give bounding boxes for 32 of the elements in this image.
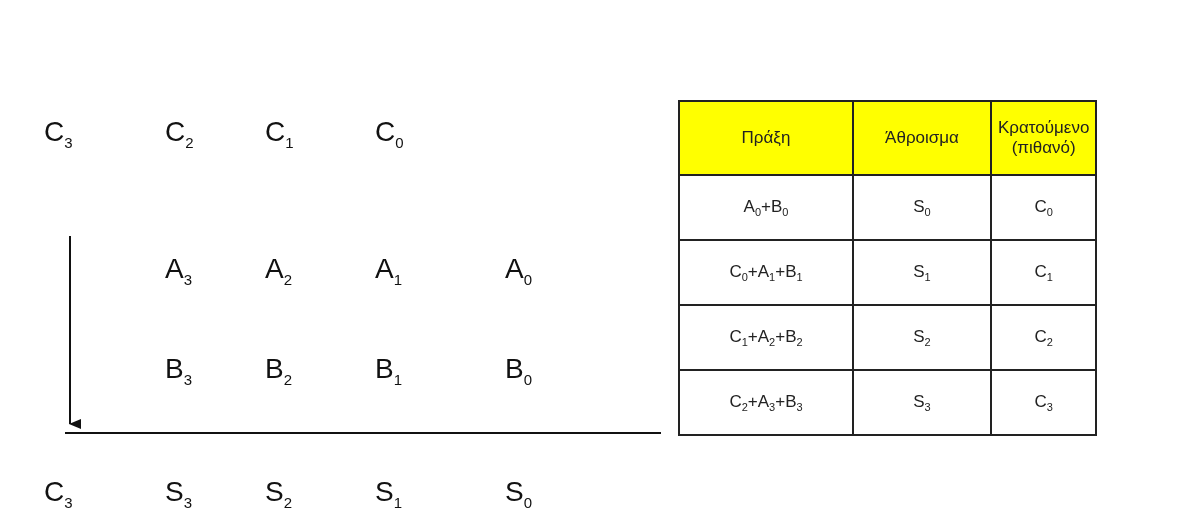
table-cell: C$_{3}$ [991, 370, 1097, 435]
variable-label: B$_{0}$ [505, 355, 533, 387]
variable-label: A$_{3}$ [165, 255, 193, 287]
variable-label: C$_{3}$ [44, 478, 73, 510]
variable-label: S$_{2}$ [265, 478, 293, 510]
variable-label: S$_{1}$ [375, 478, 403, 510]
table-cell: S$_{0}$ [853, 175, 991, 240]
table-cell: C$_{1}$+A$_{2}$+B$_{2}$ [679, 305, 853, 370]
variable-label: C$_{0}$ [375, 118, 404, 150]
table-cell: C$_{2}$+A$_{3}$+B$_{3}$ [679, 370, 853, 435]
table-cell: C$_{0}$+A$_{1}$+B$_{1}$ [679, 240, 853, 305]
variable-label: B$_{2}$ [265, 355, 293, 387]
variable-label: A$_{1}$ [375, 255, 403, 287]
table-cell: C$_{0}$ [991, 175, 1097, 240]
table-cell: S$_{1}$ [853, 240, 991, 305]
table-cell: S$_{3}$ [853, 370, 991, 435]
variable-label: C$_{2}$ [165, 118, 194, 150]
header-cell: Κρατούμενο (πιθανό) [991, 101, 1097, 175]
variable-label: S$_{3}$ [165, 478, 193, 510]
variable-label: A$_{2}$ [265, 255, 293, 287]
table-cell: A$_{0}$+B$_{0}$ [679, 175, 853, 240]
table-cell: C$_{2}$ [991, 305, 1097, 370]
variable-label: B$_{1}$ [375, 355, 403, 387]
table-cell: S$_{2}$ [853, 305, 991, 370]
header-cell: Άθροισμα [853, 101, 991, 175]
variable-label: S$_{0}$ [505, 478, 533, 510]
variable-label: A$_{0}$ [505, 255, 533, 287]
header-cell: Πράξη [679, 101, 853, 175]
variable-label: C$_{3}$ [44, 118, 73, 150]
table-cell: C$_{1}$ [991, 240, 1097, 305]
variable-label: C$_{1}$ [265, 118, 294, 150]
variable-label: B$_{3}$ [165, 355, 193, 387]
